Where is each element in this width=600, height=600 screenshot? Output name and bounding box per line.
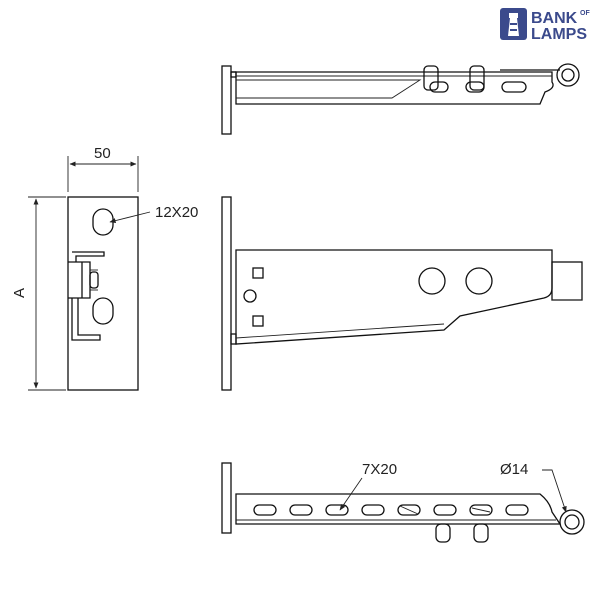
wall-plate bbox=[67, 196, 139, 391]
leader-slot-top bbox=[109, 211, 151, 224]
logo-text-bank: BANK bbox=[531, 10, 578, 27]
bottom-view-eye-ring bbox=[559, 509, 585, 535]
slot-small-label: 7X20 bbox=[362, 461, 397, 478]
bottom-view: 7X20 Ø14 bbox=[221, 461, 585, 543]
logo-text-of: OF bbox=[580, 10, 590, 17]
hole-diameter-label: Ø14 bbox=[500, 461, 528, 478]
side-view-plate bbox=[221, 196, 232, 391]
top-view-eye-ring bbox=[556, 63, 580, 87]
slot-bottom bbox=[92, 297, 114, 325]
lighthouse-icon bbox=[500, 8, 527, 40]
bottom-view-plate bbox=[221, 462, 232, 534]
leader-slot-small bbox=[339, 477, 363, 511]
side-view-arm bbox=[235, 249, 553, 345]
top-view-arm bbox=[235, 71, 554, 105]
top-view bbox=[221, 63, 580, 135]
slot-row bbox=[253, 504, 529, 516]
side-view bbox=[221, 196, 583, 391]
bottom-view-arm bbox=[235, 493, 562, 525]
leader-hole bbox=[542, 469, 567, 513]
width-label: 50 bbox=[94, 145, 111, 162]
clamp-bracket bbox=[68, 251, 105, 341]
side-view-tube bbox=[551, 261, 583, 301]
top-view-plate bbox=[221, 65, 232, 135]
brand-logo: BANK OF LAMPS bbox=[500, 8, 590, 43]
height-label: A bbox=[11, 288, 28, 298]
front-plate-view: 50 A 12X20 bbox=[11, 145, 198, 391]
logo-text-lamps: LAMPS bbox=[531, 26, 587, 43]
slot-top-label: 12X20 bbox=[155, 204, 198, 221]
